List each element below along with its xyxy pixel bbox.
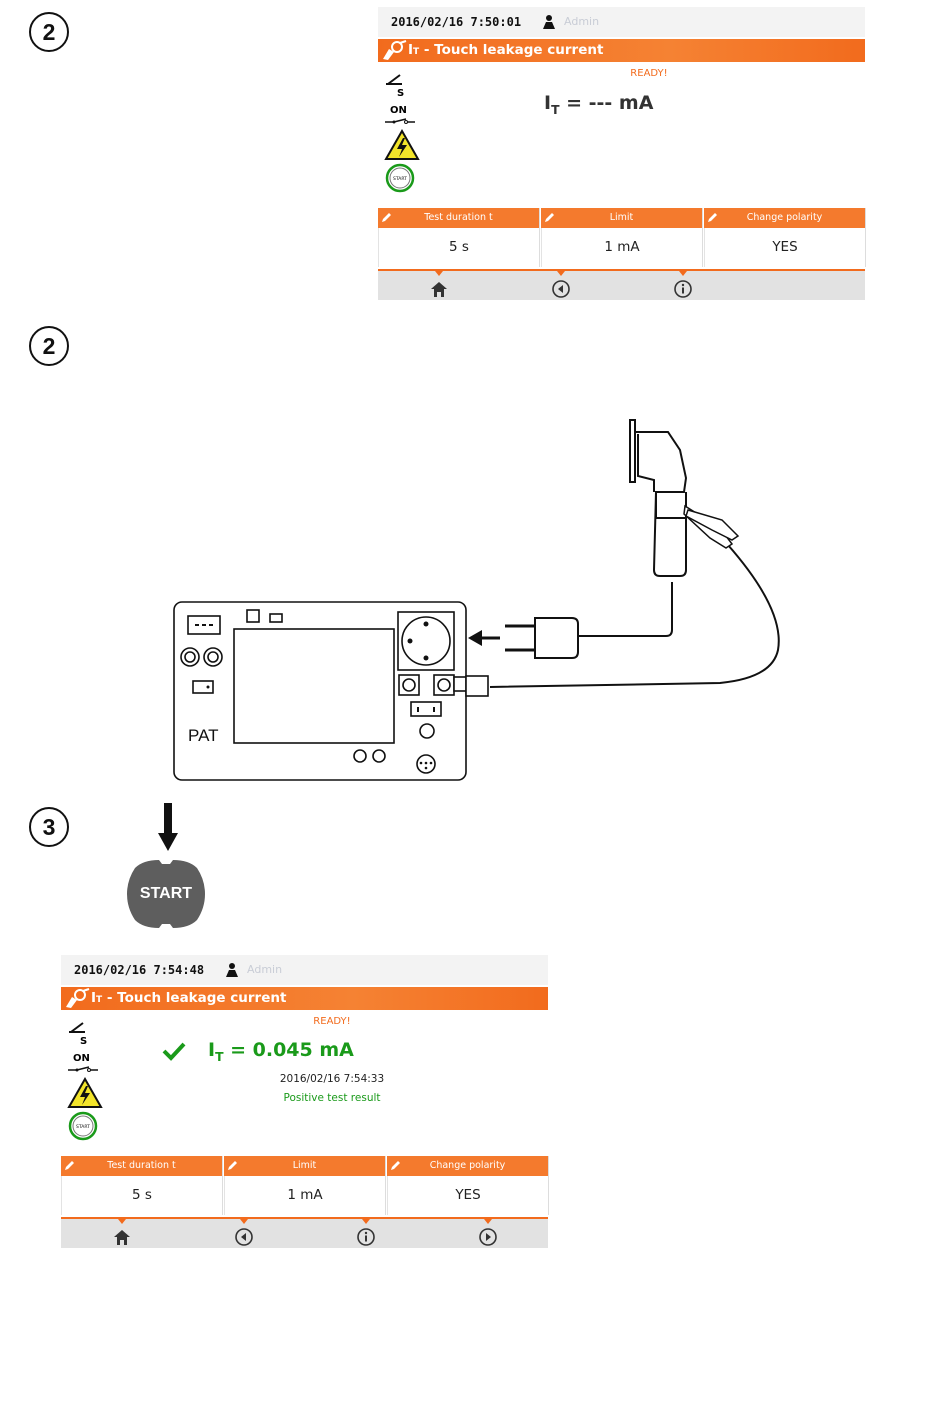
home-button[interactable] bbox=[112, 1219, 132, 1248]
param-limit[interactable]: Limit 1 mA bbox=[541, 208, 703, 267]
probe-icon: S bbox=[67, 1017, 99, 1049]
param-change-polarity[interactable]: Change polarity YES bbox=[387, 1156, 549, 1215]
start-button-shape bbox=[127, 860, 205, 928]
pencil-icon bbox=[65, 1161, 74, 1170]
test-title: IT - Touch leakage current bbox=[408, 42, 604, 58]
info-icon bbox=[674, 280, 692, 298]
back-icon bbox=[552, 280, 570, 298]
bottom-nav bbox=[61, 1217, 548, 1248]
status-text: READY! bbox=[313, 1016, 351, 1027]
high-voltage-warning-icon bbox=[67, 1076, 103, 1113]
svg-text:START: START bbox=[76, 1124, 90, 1130]
pencil-icon bbox=[708, 213, 717, 222]
parameters-row: Test duration t 5 s Limit 1 mA Change po… bbox=[378, 208, 866, 267]
info-button[interactable] bbox=[673, 271, 693, 300]
meter-screen-result: 2016/02/16 7:54:48 Admin IT - Touch leak… bbox=[61, 955, 549, 1248]
probe-icon: S bbox=[384, 69, 416, 101]
back-button[interactable] bbox=[234, 1219, 254, 1248]
start-indicator-icon: START bbox=[67, 1111, 99, 1145]
user-name: Admin bbox=[247, 963, 283, 976]
leakage-probe-icon bbox=[383, 40, 407, 60]
param-test-duration[interactable]: Test duration t 5 s bbox=[378, 208, 540, 267]
test-title: IT - Touch leakage current bbox=[91, 990, 287, 1006]
info-button[interactable] bbox=[356, 1219, 376, 1248]
device-label: PAT bbox=[188, 726, 219, 745]
home-button[interactable] bbox=[429, 271, 449, 300]
verdict-text: Positive test result bbox=[283, 1092, 381, 1104]
next-button[interactable] bbox=[478, 1219, 498, 1248]
status-bar: 2016/02/16 7:50:01 Admin bbox=[378, 7, 865, 37]
home-icon bbox=[431, 282, 447, 297]
meter-screen-ready: 2016/02/16 7:50:01 Admin IT - Touch leak… bbox=[378, 7, 866, 300]
switch-on-icon: ON bbox=[384, 102, 416, 132]
high-voltage-warning-icon bbox=[384, 128, 420, 165]
pencil-icon bbox=[382, 213, 391, 222]
pencil-icon bbox=[391, 1161, 400, 1170]
next-icon bbox=[479, 1228, 497, 1246]
user-icon bbox=[226, 963, 238, 977]
switch-on-icon: ON bbox=[67, 1050, 99, 1080]
svg-text:START: START bbox=[393, 176, 407, 182]
parameters-row: Test duration t 5 s Limit 1 mA Change po… bbox=[61, 1156, 549, 1215]
start-indicator-icon: START bbox=[384, 163, 416, 197]
title-bar: IT - Touch leakage current bbox=[61, 987, 548, 1010]
start-button[interactable]: START bbox=[127, 858, 205, 930]
result-value: IT = 0.045 mA bbox=[208, 1039, 354, 1064]
datetime: 2016/02/16 7:50:01 bbox=[391, 15, 522, 29]
datetime: 2016/02/16 7:54:48 bbox=[74, 963, 205, 977]
status-bar: 2016/02/16 7:54:48 Admin bbox=[61, 955, 548, 985]
title-bar: IT - Touch leakage current bbox=[378, 39, 865, 62]
check-icon bbox=[162, 1042, 186, 1061]
step-badge-2: 2 bbox=[29, 12, 69, 52]
param-test-duration[interactable]: Test duration t 5 s bbox=[61, 1156, 223, 1215]
back-button[interactable] bbox=[551, 271, 571, 300]
param-limit[interactable]: Limit 1 mA bbox=[224, 1156, 386, 1215]
step-badge-3: 3 bbox=[29, 807, 69, 847]
result-value: IT = --- mA bbox=[544, 92, 654, 117]
press-down-arrow-icon bbox=[158, 803, 178, 851]
pencil-icon bbox=[545, 213, 554, 222]
step-badge-2-connection: 2 bbox=[29, 326, 69, 366]
svg-text:S: S bbox=[397, 88, 404, 97]
svg-text:ON: ON bbox=[390, 105, 407, 116]
measurement-timestamp: 2016/02/16 7:54:33 bbox=[279, 1073, 385, 1085]
connection-diagram: PAT bbox=[173, 419, 780, 781]
home-icon bbox=[114, 1230, 130, 1245]
svg-text:ON: ON bbox=[73, 1053, 90, 1064]
pencil-icon bbox=[228, 1161, 237, 1170]
param-change-polarity[interactable]: Change polarity YES bbox=[704, 208, 866, 267]
svg-text:S: S bbox=[80, 1036, 87, 1045]
leakage-probe-icon bbox=[66, 988, 90, 1008]
user-icon bbox=[543, 15, 555, 29]
info-icon bbox=[357, 1228, 375, 1246]
status-text: READY! bbox=[630, 68, 668, 79]
back-icon bbox=[235, 1228, 253, 1246]
bottom-nav bbox=[378, 269, 865, 300]
user-name: Admin bbox=[564, 15, 600, 28]
